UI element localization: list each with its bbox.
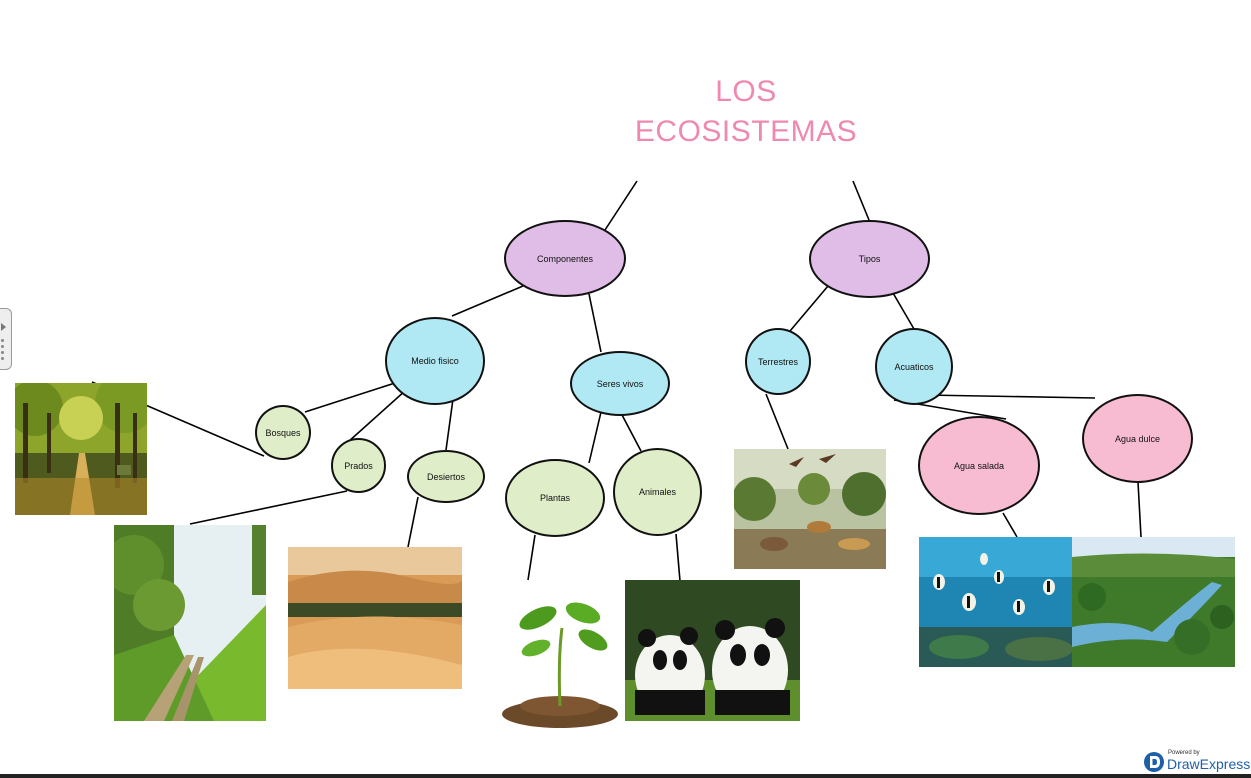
- prados-image[interactable]: [114, 525, 266, 721]
- connector-dulce-image: [1137, 481, 1142, 538]
- node-animales[interactable]: Animales: [613, 448, 702, 536]
- node-desiertos[interactable]: Desiertos: [407, 450, 485, 503]
- connector-tipos-terrestres: [789, 285, 829, 332]
- node-agua-salada-label: Agua salada: [953, 460, 1005, 471]
- node-agua-salada[interactable]: Agua salada: [918, 416, 1040, 515]
- drag-grip-icon: [1, 339, 5, 363]
- connector-title-tipos: [852, 180, 870, 221]
- bosques-image[interactable]: [15, 383, 147, 515]
- drawexpress-branding: Powered by DrawExpress: [1143, 748, 1251, 774]
- connector-seres-animales: [620, 412, 642, 452]
- plantas-image[interactable]: [498, 588, 622, 728]
- animales-image[interactable]: [625, 580, 800, 721]
- node-seres-vivos[interactable]: Seres vivos: [570, 351, 670, 416]
- connector-seres-plantas: [588, 411, 602, 464]
- node-acuaticos[interactable]: Acuaticos: [875, 328, 953, 405]
- connector-desiertos-image: [407, 496, 419, 548]
- drawexpress-logo-icon: [1144, 752, 1164, 772]
- connector-terrestres-image: [765, 393, 789, 450]
- terrestres-image[interactable]: [734, 449, 886, 569]
- title-line-2: ECOSISTEMAS: [634, 115, 858, 148]
- title-line-1: LOS: [715, 75, 777, 108]
- chevron-right-icon: [1, 323, 6, 331]
- connector-salada-image: [1002, 512, 1018, 538]
- node-prados-label: Prados: [344, 460, 373, 471]
- node-medio-fisico-label: Medio fisico: [411, 356, 459, 366]
- desiertos-image[interactable]: [288, 547, 462, 689]
- node-agua-dulce-label: Agua dulce: [1114, 433, 1161, 444]
- node-animales-label: Animales: [638, 487, 676, 497]
- connector-title-componentes: [604, 180, 638, 231]
- connector-medio-desiertos: [445, 398, 454, 451]
- node-medio-fisico[interactable]: Medio fisico: [385, 317, 485, 405]
- connector-tipos-acuaticos: [892, 292, 915, 330]
- connector-componentes-medio: [451, 285, 524, 317]
- node-tipos[interactable]: Tipos: [809, 220, 930, 298]
- node-bosques[interactable]: Bosques: [255, 405, 311, 460]
- node-terrestres-label: Terrestres: [757, 356, 798, 367]
- node-agua-dulce[interactable]: Agua dulce: [1082, 394, 1193, 483]
- node-bosques-label: Bosques: [265, 427, 301, 438]
- bottom-bar: [0, 774, 1251, 778]
- connector-animales-image: [675, 533, 681, 582]
- node-componentes-label: Componentes: [536, 253, 594, 264]
- agua-dulce-image[interactable]: [1072, 537, 1235, 667]
- connector-plantas-image: [527, 534, 536, 581]
- connector-acuaticos-dulce: [924, 394, 1096, 399]
- connector-medio-bosques: [304, 382, 396, 413]
- powered-by-label: Powered by: [1168, 750, 1200, 756]
- node-acuaticos-label: Acuaticos: [894, 361, 934, 372]
- node-componentes[interactable]: Componentes: [504, 220, 626, 297]
- node-prados[interactable]: Prados: [331, 438, 386, 493]
- app-name-label: DrawExpress: [1167, 756, 1251, 772]
- connector-prados-image: [189, 490, 348, 525]
- side-panel-handle[interactable]: [0, 308, 12, 370]
- node-plantas-label: Plantas: [539, 493, 571, 503]
- node-seres-vivos-label: Seres vivos: [596, 378, 644, 389]
- node-desiertos-label: Desiertos: [426, 471, 465, 482]
- agua-salada-image[interactable]: [919, 537, 1073, 667]
- diagram-title[interactable]: LOS ECOSISTEMAS: [600, 72, 892, 152]
- connector-medio-prados: [347, 389, 407, 443]
- connector-componentes-seres: [588, 293, 602, 353]
- node-tipos-label: Tipos: [858, 254, 881, 264]
- node-terrestres[interactable]: Terrestres: [745, 328, 811, 395]
- node-plantas[interactable]: Plantas: [505, 459, 605, 537]
